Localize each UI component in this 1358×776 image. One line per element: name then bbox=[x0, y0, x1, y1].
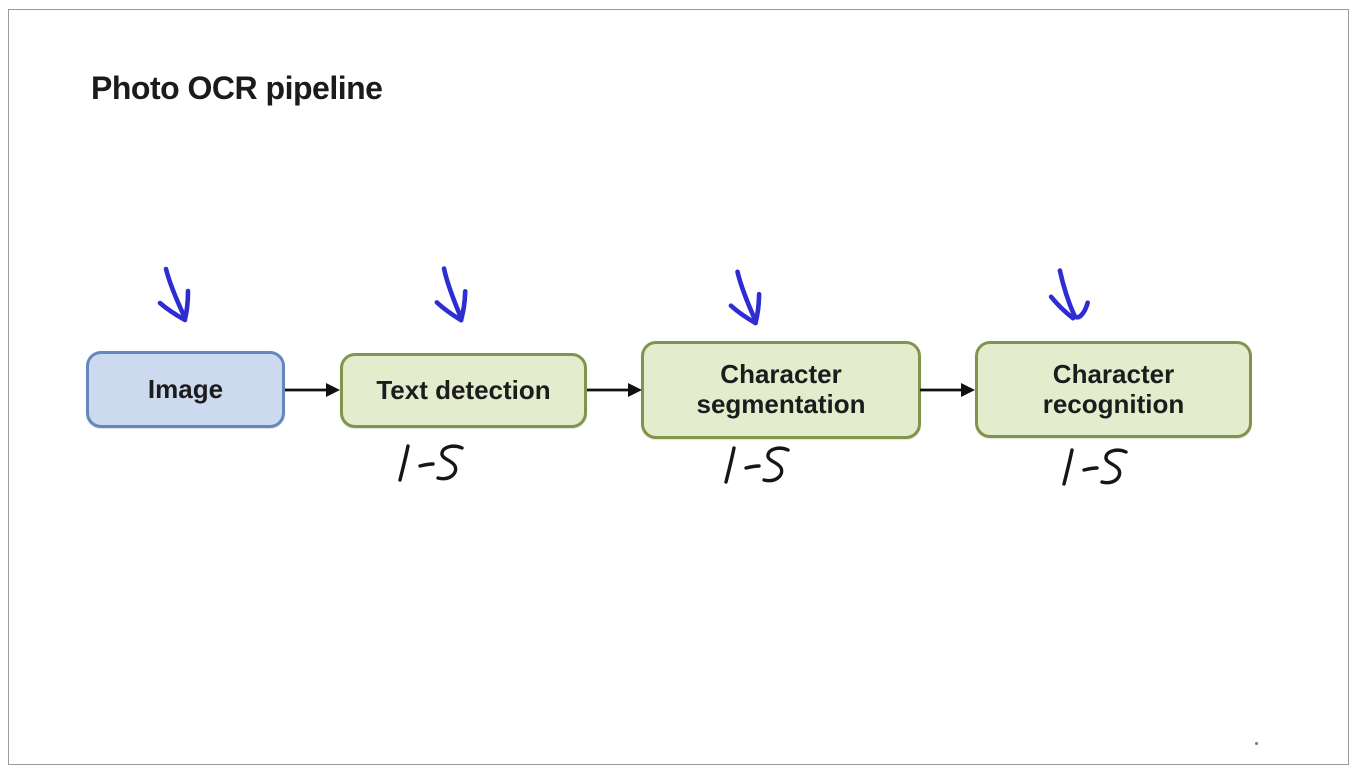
range-annotation: 1 - 5 bbox=[383, 440, 483, 486]
flow-arrow-icon bbox=[285, 383, 340, 397]
ink-down-arrow-icon bbox=[157, 266, 191, 323]
cursor-dot bbox=[1255, 742, 1258, 745]
handwritten-1-5-icon bbox=[724, 446, 790, 484]
node-label: Character segmentation bbox=[696, 359, 866, 419]
ink-down-arrow-icon bbox=[728, 269, 762, 326]
ink-down-arrow-icon bbox=[434, 266, 468, 323]
slide-frame: Photo OCR pipeline Image Text detection … bbox=[8, 9, 1349, 765]
ink-down-arrow-icon bbox=[1048, 268, 1091, 321]
node-character-segmentation: Character segmentation bbox=[641, 341, 921, 439]
flow-arrow-icon bbox=[920, 383, 975, 397]
handwritten-1-5-icon bbox=[398, 444, 464, 482]
node-text-detection: Text detection bbox=[340, 353, 587, 428]
node-character-recognition: Character recognition bbox=[975, 341, 1252, 438]
node-label: Image bbox=[147, 373, 224, 404]
flow-arrow-icon bbox=[587, 383, 642, 397]
node-label: Text detection bbox=[376, 374, 551, 405]
page-title: Photo OCR pipeline bbox=[91, 70, 383, 106]
node-image: Image bbox=[86, 351, 285, 428]
range-annotation: 1 - 5 bbox=[709, 442, 809, 488]
handwritten-1-5-icon bbox=[1062, 448, 1128, 486]
node-label: Character recognition bbox=[1042, 358, 1185, 419]
range-annotation: 1 - 5 bbox=[1047, 444, 1147, 490]
